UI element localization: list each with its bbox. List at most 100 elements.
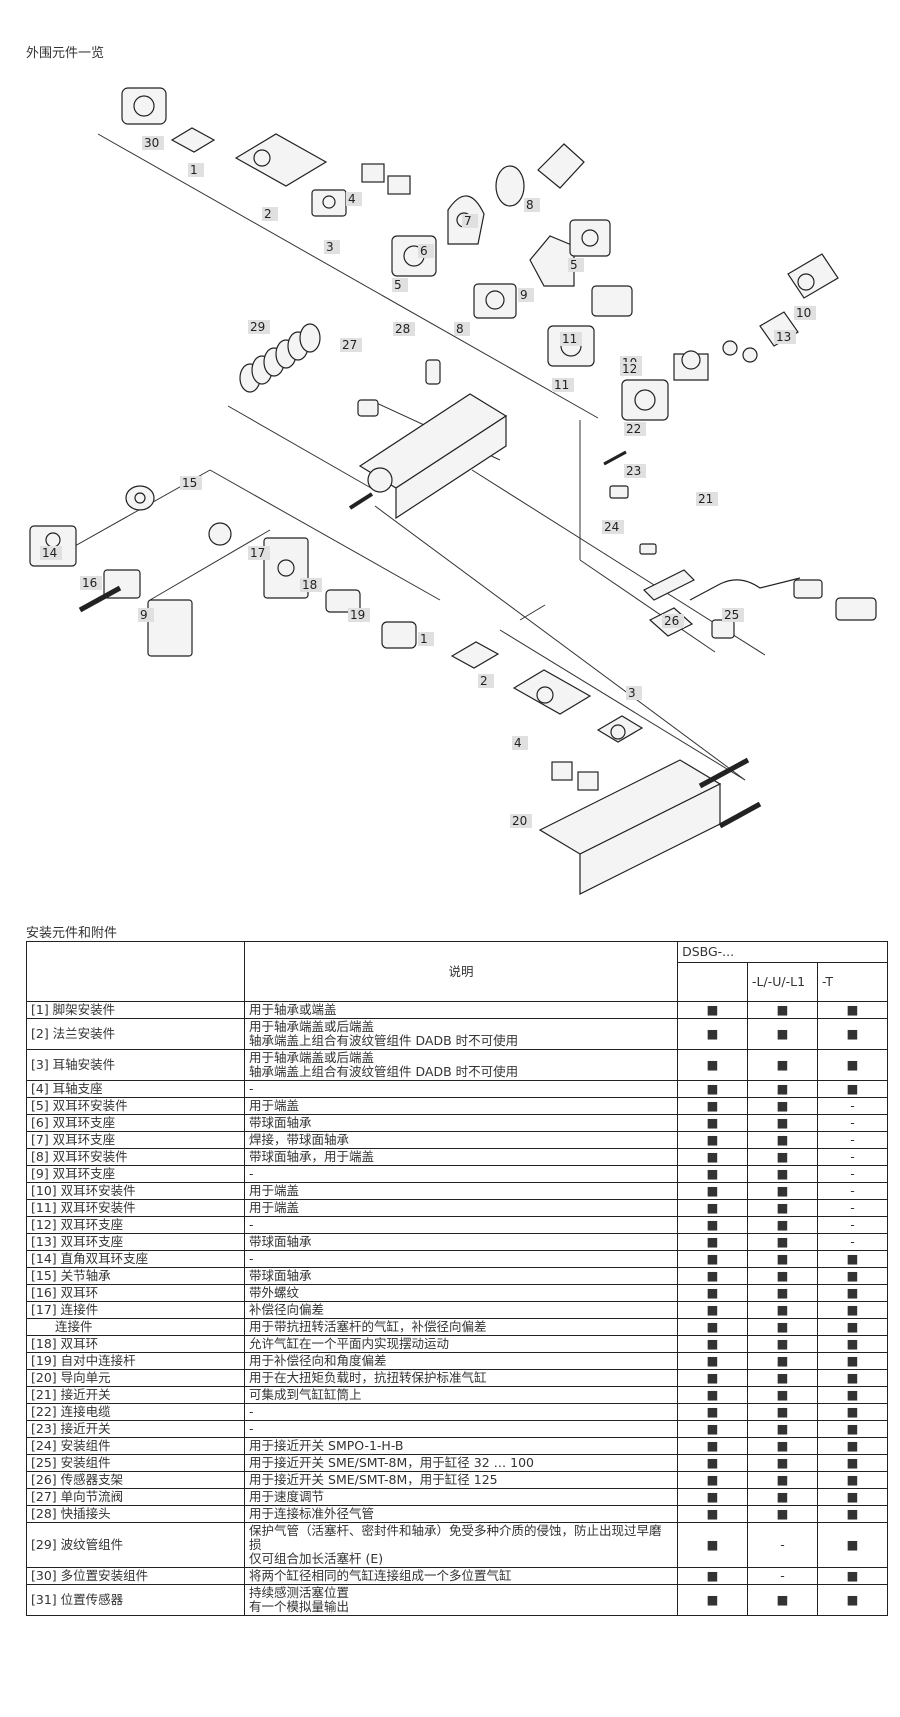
table-row: [18] 双耳环允许气缸在一个平面内实现摆动运动■■■: [25, 1335, 888, 1353]
table-row: [24] 安装组件用于接近开关 SMPO-1-H-B■■■: [25, 1437, 888, 1455]
table-row: [23] 接近开关-■■■: [25, 1420, 888, 1438]
callout-label: 3: [324, 240, 340, 254]
row-desc-cell: 保护气管（活塞杆、密封件和轴承）免受多种介质的侵蚀，防止出现过早磨损仅可组合加长…: [244, 1522, 679, 1568]
row-desc-cell: 用于在大扭矩负载时，抗扭转保护标准气缸: [244, 1369, 679, 1387]
row-availability-cell: ■: [677, 1318, 749, 1336]
row-availability-cell: ■: [747, 1420, 818, 1438]
row-desc-cell: 带球面轴承，用于端盖: [244, 1148, 679, 1166]
callout-number: 19: [350, 608, 365, 622]
row-availability-cell: ■: [817, 1284, 888, 1302]
row-availability-cell: ■: [747, 1318, 818, 1336]
desc-line: 用于连接标准外径气管: [249, 1506, 375, 1521]
row-availability-cell: ■: [817, 1301, 888, 1319]
row-availability-cell: ■: [677, 1267, 749, 1285]
row-availability-cell: ■: [817, 1437, 888, 1455]
header-group-cell: DSBG-...: [677, 941, 888, 963]
row-name-cell: 连接件: [25, 1318, 246, 1336]
row-availability-cell: ■: [817, 1018, 888, 1050]
callout-label: 1: [188, 163, 204, 177]
row-availability-cell: ■: [817, 1584, 888, 1616]
table-row: [29] 波纹管组件保护气管（活塞杆、密封件和轴承）免受多种介质的侵蚀，防止出现…: [25, 1522, 888, 1568]
table-row: [19] 自对中连接杆用于补偿径向和角度偏差■■■: [25, 1352, 888, 1370]
table-row: [28] 快插接头用于连接标准外径气管■■■: [25, 1505, 888, 1523]
callout-number: 17: [250, 546, 265, 560]
callout-number: 13: [776, 330, 791, 344]
callout-label: 21: [696, 492, 718, 506]
row-availability-cell: -: [817, 1165, 888, 1183]
row-availability-cell: ■: [747, 1471, 818, 1489]
row-availability-cell: ■: [677, 1131, 749, 1149]
callout-label: 16: [80, 576, 102, 590]
row-availability-cell: ■: [677, 1471, 749, 1489]
row-availability-cell: ■: [677, 1199, 749, 1217]
row-availability-cell: ■: [677, 1114, 749, 1132]
callout-label: 6: [418, 244, 434, 258]
table-header-row-2: -L/-U/-L1 -T: [27, 962, 888, 1002]
row-availability-cell: ■: [677, 1567, 749, 1585]
row-availability-cell: ■: [747, 1018, 818, 1050]
callout-number: 11: [554, 378, 569, 392]
row-desc-cell: 持续感测活塞位置有一个模拟量输出: [244, 1584, 679, 1616]
row-availability-cell: ■: [817, 1386, 888, 1404]
row-availability-cell: ■: [677, 1001, 749, 1019]
callout-number: 23: [626, 464, 641, 478]
row-desc-cell: 带外螺纹: [244, 1284, 679, 1302]
callout-label: 9: [518, 288, 534, 302]
header-variant-a-cell: -L/-U/-L1: [747, 962, 818, 1002]
callout-number: 2: [480, 674, 488, 688]
callout-number: 9: [520, 288, 528, 302]
callout-number: 18: [302, 578, 317, 592]
row-name-cell: [31] 位置传感器: [25, 1584, 246, 1616]
callout-label: 9: [138, 608, 154, 622]
row-availability-cell: ■: [747, 1199, 818, 1217]
row-desc-cell: -: [244, 1216, 679, 1234]
row-desc-cell: 补偿径向偏差: [244, 1301, 679, 1319]
row-availability-cell: ■: [747, 1284, 818, 1302]
row-availability-cell: ■: [677, 1352, 749, 1370]
page-title: 外围元件一览: [26, 46, 105, 61]
accessories-table: 说明 DSBG-... -L/-U/-L1 -T [1] 脚架安装件用于轴承或端…: [25, 941, 888, 1616]
row-desc-cell: 用于速度调节: [244, 1488, 679, 1506]
row-availability-cell: ■: [817, 1250, 888, 1268]
table-row: [22] 连接电缆-■■■: [25, 1403, 888, 1421]
row-desc-cell: 用于端盖: [244, 1097, 679, 1115]
row-availability-cell: ■: [747, 1505, 818, 1523]
row-name-cell: [25] 安装组件: [25, 1454, 246, 1472]
table-row: [17] 连接件补偿径向偏差■■■: [25, 1301, 888, 1319]
row-name-cell: [5] 双耳环安装件: [25, 1097, 246, 1115]
callout-label: 5: [568, 258, 584, 272]
callout-label: 10: [794, 306, 816, 320]
row-desc-cell: 用于接近开关 SME/SMT-8M，用于缸径 125: [244, 1471, 679, 1489]
table-row: [30] 多位置安装组件将两个缸径相同的气缸连接组成一个多位置气缸■-■: [25, 1567, 888, 1585]
row-availability-cell: ■: [677, 1437, 749, 1455]
callout-label: 20: [510, 814, 532, 828]
callout-label: 7: [462, 214, 478, 228]
row-availability-cell: ■: [817, 1080, 888, 1098]
row-availability-cell: -: [817, 1131, 888, 1149]
row-availability-cell: ■: [817, 1420, 888, 1438]
row-availability-cell: ■: [677, 1301, 749, 1319]
row-availability-cell: ■: [817, 1567, 888, 1585]
callout-label: 30: [142, 136, 164, 150]
row-availability-cell: ■: [817, 1488, 888, 1506]
row-name-cell: [10] 双耳环安装件: [25, 1182, 246, 1200]
row-availability-cell: ■: [747, 1216, 818, 1234]
row-availability-cell: ■: [747, 1301, 818, 1319]
row-name-cell: [16] 双耳环: [25, 1284, 246, 1302]
row-availability-cell: ■: [747, 1049, 818, 1081]
row-desc-cell: 用于端盖: [244, 1199, 679, 1217]
row-desc-cell: -: [244, 1403, 679, 1421]
row-availability-cell: ■: [747, 1267, 818, 1285]
callout-label: 11: [552, 378, 574, 392]
row-name-cell: [6] 双耳环支座: [25, 1114, 246, 1132]
callout-number: 10: [796, 306, 811, 320]
row-name-cell: [24] 安装组件: [25, 1437, 246, 1455]
table-row: [7] 双耳环支座焊接，带球面轴承■■-: [25, 1131, 888, 1149]
row-availability-cell: ■: [677, 1505, 749, 1523]
table-row: [25] 安装组件用于接近开关 SME/SMT-8M，用于缸径 32 … 100…: [25, 1454, 888, 1472]
row-desc-cell: -: [244, 1165, 679, 1183]
desc-line: 持续感测活塞位置: [249, 1585, 350, 1600]
table-row: [11] 双耳环安装件用于端盖■■-: [25, 1199, 888, 1217]
row-availability-cell: ■: [677, 1488, 749, 1506]
callout-number: 30: [144, 136, 159, 150]
